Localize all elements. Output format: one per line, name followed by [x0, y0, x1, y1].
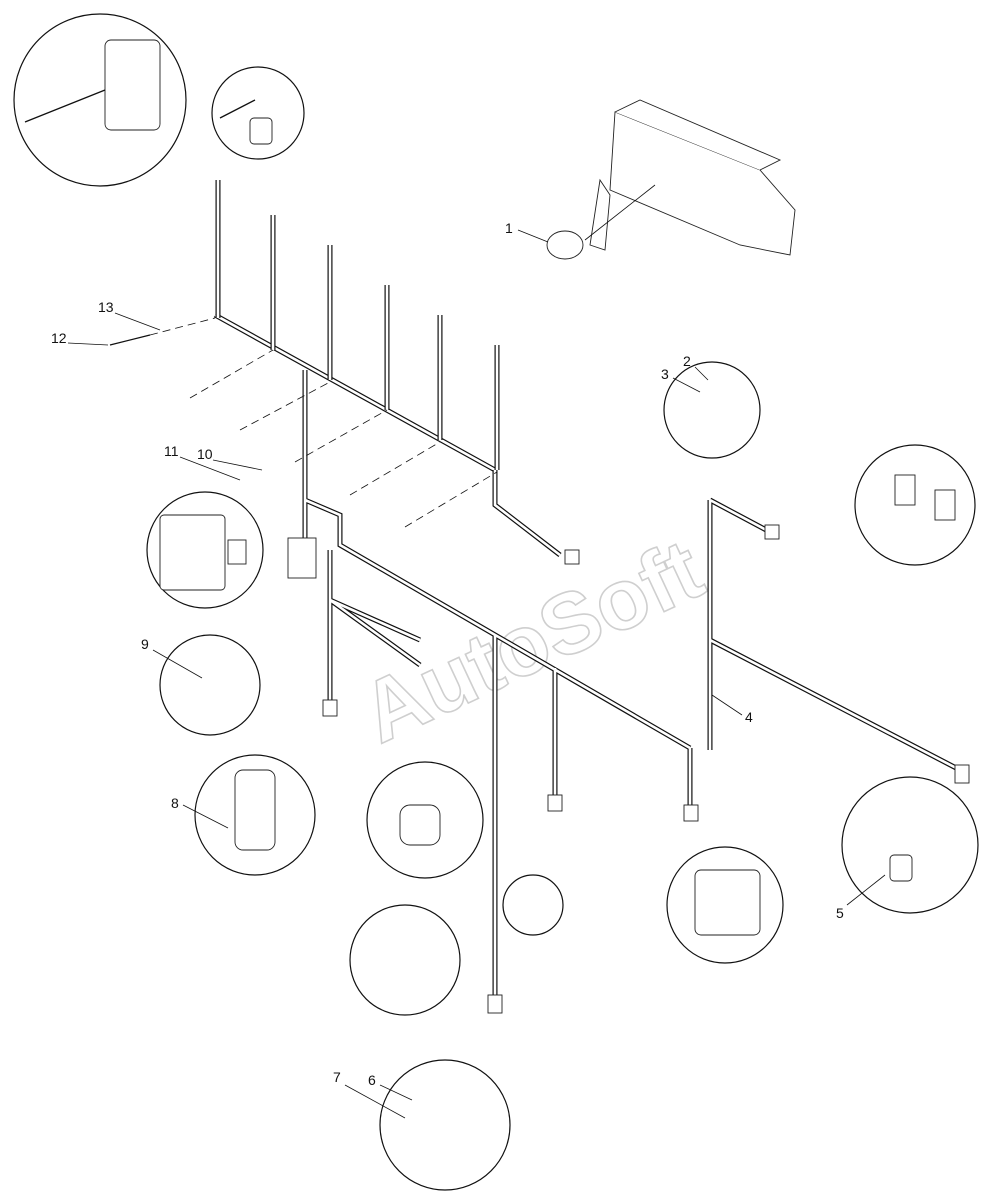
detail-sensor-6-7	[379, 1059, 511, 1191]
callout-4: 4	[745, 709, 753, 725]
callout-9: 9	[141, 636, 149, 652]
callout-12: 12	[51, 330, 67, 346]
callout-8: 8	[171, 795, 179, 811]
detail-small-sensor	[502, 874, 564, 936]
bolts	[109, 317, 498, 528]
callout-1: 1	[505, 220, 513, 236]
wiring-harness	[213, 180, 970, 1014]
callout-6: 6	[368, 1072, 376, 1088]
detail-sensor-plug	[211, 66, 305, 160]
detail-clip	[663, 361, 761, 459]
detail-bracket	[349, 904, 461, 1016]
watermark: AutoSoft	[347, 521, 717, 761]
callout-7: 7	[333, 1069, 341, 1085]
callout-13: 13	[98, 299, 114, 315]
callout-2: 2	[683, 353, 691, 369]
callout-11: 11	[164, 443, 179, 459]
ecu-plug	[287, 537, 317, 579]
detail-sensor-9	[159, 634, 261, 736]
detail-sensor-5	[841, 776, 979, 914]
ecu-module	[546, 99, 796, 260]
callout-leaders	[67, 229, 886, 1119]
callout-labels: 1 2 3 4 5 6 7 8 9 10 11 12 13	[51, 220, 844, 1088]
callout-3: 3	[661, 366, 669, 382]
callout-5: 5	[836, 905, 844, 921]
detail-circles	[13, 13, 979, 1191]
callout-10: 10	[197, 446, 213, 462]
